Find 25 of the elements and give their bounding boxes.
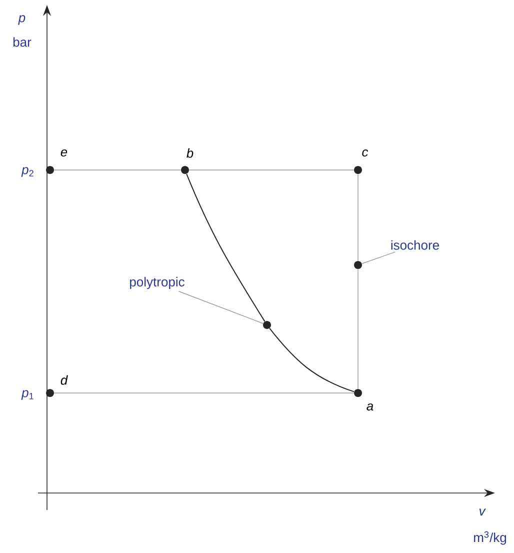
point-dot: [354, 261, 362, 269]
point-dot: [354, 149, 368, 174]
curve: [186, 173, 266, 322]
axis-label: p$_{2}$: [21, 167, 34, 177]
curve: [269, 328, 354, 392]
point-label: d: [60, 375, 68, 385]
point-dot: [354, 389, 374, 411]
callout-label: isochore: [391, 240, 439, 250]
point-label: a: [366, 403, 374, 411]
point-dot: [46, 149, 68, 174]
point-label: e: [60, 149, 68, 157]
point-dot: [181, 148, 194, 174]
axis-label: v: [479, 508, 486, 516]
leader-line: [362, 252, 396, 264]
point-label: b: [186, 148, 194, 158]
point-dot: [263, 321, 271, 329]
axis-label: p$_{1}$: [21, 390, 34, 400]
axis-label: m$^{3}$/kg: [474, 531, 506, 545]
leader-line: [178, 290, 264, 324]
line: [54, 392, 354, 394]
point-label: c: [362, 149, 368, 157]
point-dot: [46, 375, 68, 397]
callout-label: polytropic: [130, 276, 184, 290]
axis-label: p: [18, 15, 26, 25]
axis-label: bar: [13, 37, 32, 47]
